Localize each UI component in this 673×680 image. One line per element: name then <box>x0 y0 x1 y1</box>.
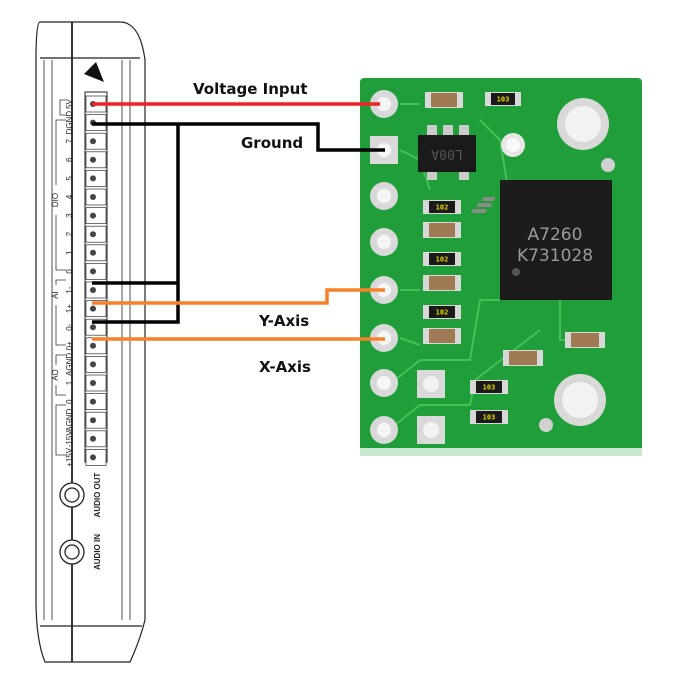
pin-label: 0+ <box>65 341 74 350</box>
pin-label: 2 <box>65 231 74 236</box>
terminal-14 <box>85 356 107 373</box>
terminal-2 <box>85 132 107 150</box>
pin-label: AGND <box>65 353 74 376</box>
pin-label: 6 <box>65 157 74 162</box>
pin-label: DGND <box>65 111 74 135</box>
capacitor <box>425 92 463 108</box>
audio-out-jack[interactable] <box>59 482 85 508</box>
pin-label: -15V <box>65 430 74 448</box>
terminal-13 <box>85 337 107 355</box>
pin-label: 5V <box>65 98 74 108</box>
board-pin-4 <box>370 228 398 256</box>
resistor: 102 <box>423 305 461 319</box>
terminal-8 <box>85 244 107 262</box>
pin-label: 1 <box>65 380 74 385</box>
board-pin-3 <box>370 182 398 210</box>
label-voltage-input: Voltage Input <box>193 80 308 98</box>
label-ground: Ground <box>241 134 303 152</box>
capacitor <box>423 275 461 291</box>
label-y-axis: Y-Axis <box>258 312 309 330</box>
pin-label: 0 <box>65 399 74 404</box>
pin-label: 0- <box>65 323 74 330</box>
accelerometer-board: L00A 103 102 102 102 103 103 A7260 K731028 <box>360 78 642 456</box>
pin-label: 7 <box>65 138 74 143</box>
terminal-7 <box>85 225 107 243</box>
board-pin-7 <box>370 369 398 397</box>
pin-label: 4 <box>65 194 74 199</box>
terminal-18 <box>85 430 107 448</box>
resistor: 102 <box>423 252 461 266</box>
capacitor <box>503 350 543 366</box>
resistor: 102 <box>423 200 461 214</box>
resistor: 103 <box>470 380 508 394</box>
esd-warning-icon <box>84 62 104 82</box>
terminal-5 <box>85 188 107 206</box>
regulator-ic: L00A <box>418 125 476 180</box>
terminal-16 <box>85 393 107 410</box>
pin-label: 1 <box>65 250 74 255</box>
board-pin-8 <box>370 416 398 444</box>
terminal-6 <box>85 207 107 224</box>
audio-in-label: AUDIO IN <box>93 534 102 570</box>
svg-text:K731028: K731028 <box>517 246 593 266</box>
terminal-15 <box>85 374 107 392</box>
pin-label: 1- <box>65 286 74 293</box>
terminal-17 <box>85 411 107 429</box>
group-brackets <box>55 99 66 456</box>
audio-out-label: AUDIO OUT <box>93 472 102 517</box>
label-x-axis: X-Axis <box>259 358 311 376</box>
resistor: 103 <box>485 92 521 106</box>
pin-label: 1+ <box>65 304 74 313</box>
svg-text:A7260: A7260 <box>528 225 583 245</box>
svg-text:102: 102 <box>436 256 449 264</box>
pin-label: 3 <box>65 213 74 218</box>
group-label-ao: AO <box>51 369 60 381</box>
pin-label: 0 <box>65 269 74 274</box>
svg-text:103: 103 <box>483 384 496 392</box>
capacitor <box>423 328 461 344</box>
svg-text:L00A: L00A <box>431 146 462 161</box>
svg-text:103: 103 <box>497 96 510 104</box>
svg-text:103: 103 <box>483 414 496 422</box>
wire-ground <box>92 122 385 324</box>
resistor: 103 <box>470 410 508 424</box>
pin-label: 5 <box>65 176 74 181</box>
group-label-dio: DIO <box>51 193 60 207</box>
audio-in-jack[interactable] <box>59 539 85 565</box>
svg-text:102: 102 <box>436 309 449 317</box>
capacitor <box>565 332 605 348</box>
board-pin-1 <box>370 90 398 118</box>
wire-y-axis <box>92 288 385 305</box>
terminal-19 <box>85 449 107 466</box>
terminal-9 <box>85 263 107 280</box>
terminal-3 <box>85 151 107 169</box>
terminal-block <box>85 95 107 466</box>
group-label-ai: AI <box>51 291 60 299</box>
capacitor <box>423 222 461 238</box>
accelerometer-chip: A7260 K731028 <box>471 180 612 300</box>
terminal-4 <box>85 170 107 187</box>
pin-label: AGND <box>65 408 74 431</box>
pin-label: +15V <box>65 447 74 467</box>
svg-text:102: 102 <box>436 204 449 212</box>
